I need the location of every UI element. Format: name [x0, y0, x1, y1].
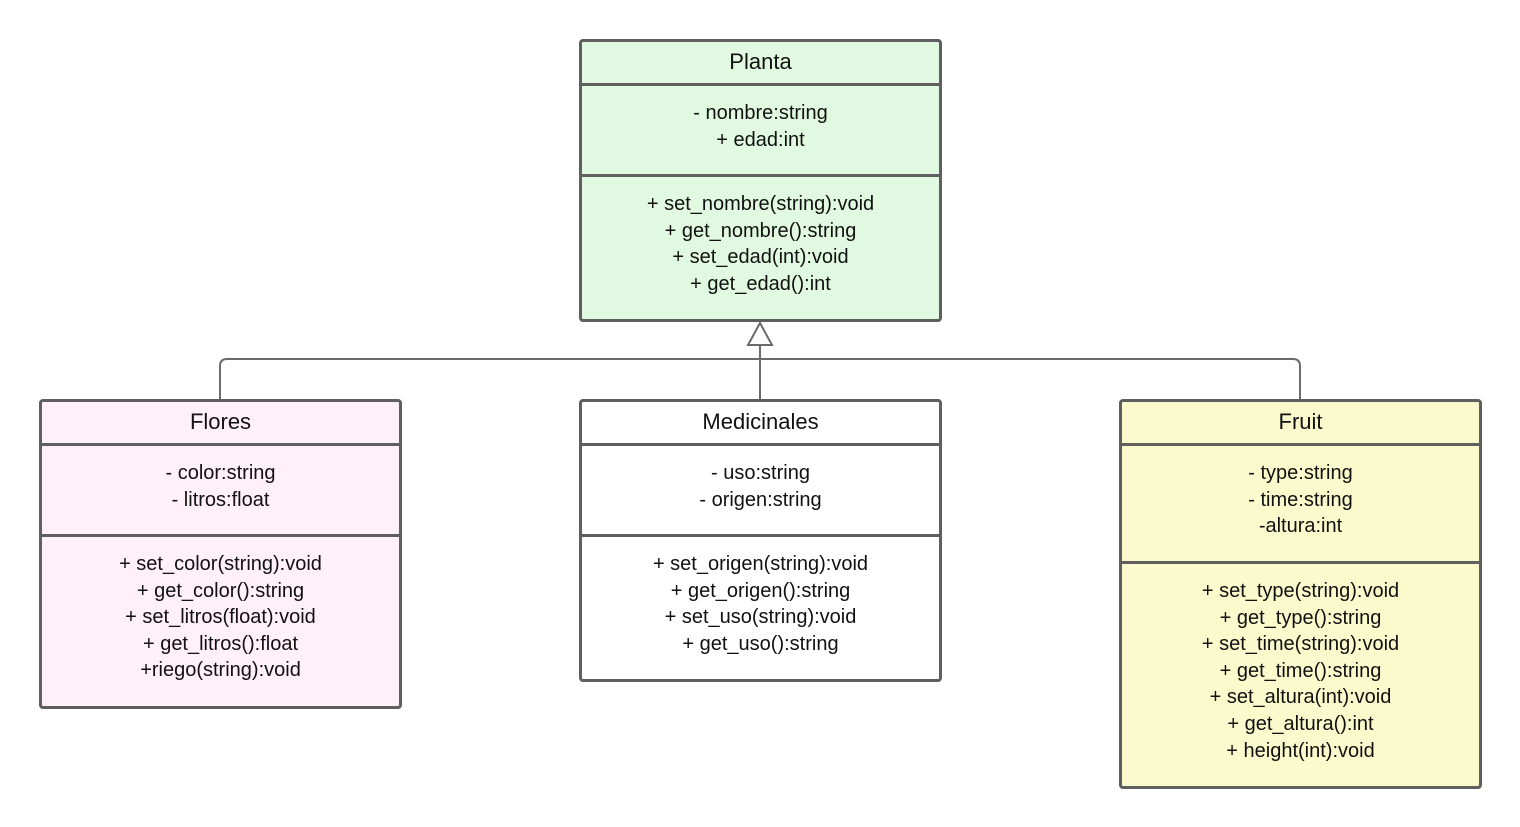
method-medicinales: + get_origen():string	[670, 579, 851, 602]
method-medicinales: + get_uso():string	[682, 632, 839, 655]
generalization-line-flores[interactable]	[219, 358, 760, 399]
method-medicinales: + set_origen(string):void	[652, 553, 869, 575]
method-planta: + get_edad():int	[690, 272, 831, 295]
class-name-flores: Flores	[42, 402, 399, 446]
inheritance-arrowhead-icon	[746, 320, 774, 346]
class-name-medicinales: Medicinales	[582, 402, 939, 446]
attribute-medicinales: - uso:string	[711, 462, 810, 484]
attribute-planta: + edad:int	[716, 128, 805, 151]
attribute-medicinales: - origen:string	[699, 488, 822, 511]
class-flores[interactable]: Flores - color:string - litros:float + se…	[39, 399, 402, 709]
method-fruit: + height(int):void	[1226, 739, 1375, 762]
method-flores: + get_litros():float	[142, 632, 299, 655]
method-flores: + set_litros(float):void	[125, 606, 316, 629]
methods-compartment-medicinales: + set_origen(string):void + get_origen():…	[582, 537, 939, 657]
method-flores: + get_color():string	[136, 579, 305, 602]
method-fruit: + set_time(string):void	[1201, 633, 1400, 656]
method-planta: + set_nombre(string):void	[646, 193, 875, 215]
attributes-compartment-fruit: - type:string - time:string -altura:int	[1122, 446, 1479, 564]
attributes-compartment-flores: - color:string - litros:float	[42, 446, 399, 537]
attribute-fruit: -altura:int	[1258, 515, 1343, 538]
attribute-planta: - nombre:string	[693, 102, 828, 124]
method-fruit: + get_type():string	[1219, 606, 1382, 629]
method-flores: + set_color(string):void	[119, 553, 322, 575]
class-fruit[interactable]: Fruit - type:string - time:string -altura:…	[1119, 399, 1482, 789]
attribute-fruit: - type:string	[1248, 462, 1353, 484]
attribute-flores: - color:string	[165, 462, 276, 484]
attributes-compartment-planta: - nombre:string + edad:int	[582, 86, 939, 177]
method-fruit: + get_time():string	[1219, 659, 1382, 682]
class-planta[interactable]: Planta - nombre:string + edad:int + set_n…	[579, 39, 942, 322]
method-flores: +riego(string):void	[140, 659, 301, 682]
class-medicinales[interactable]: Medicinales - uso:string- origen:string …	[579, 399, 942, 682]
method-fruit: + get_altura():int	[1227, 712, 1374, 735]
class-name-planta: Planta	[582, 42, 939, 86]
method-planta: + get_nombre():string	[664, 219, 857, 242]
attribute-fruit: - time:string	[1248, 488, 1353, 511]
generalization-line-fruit[interactable]	[760, 358, 1301, 399]
methods-compartment-flores: + set_color(string):void + get_color():st…	[42, 537, 399, 684]
method-planta: + set_edad(int):void	[672, 246, 849, 269]
method-fruit: + set_altura(int):void	[1209, 686, 1392, 709]
method-fruit: + set_type(string):void	[1201, 580, 1400, 602]
attribute-flores: - litros:float	[171, 488, 270, 511]
methods-compartment-planta: + set_nombre(string):void + get_nombre():…	[582, 177, 939, 297]
method-medicinales: + set_uso(string):void	[664, 606, 857, 629]
methods-compartment-fruit: + set_type(string):void + get_type():stri…	[1122, 564, 1479, 764]
class-name-fruit: Fruit	[1122, 402, 1479, 446]
attributes-compartment-medicinales: - uso:string - origen:string	[582, 446, 939, 537]
